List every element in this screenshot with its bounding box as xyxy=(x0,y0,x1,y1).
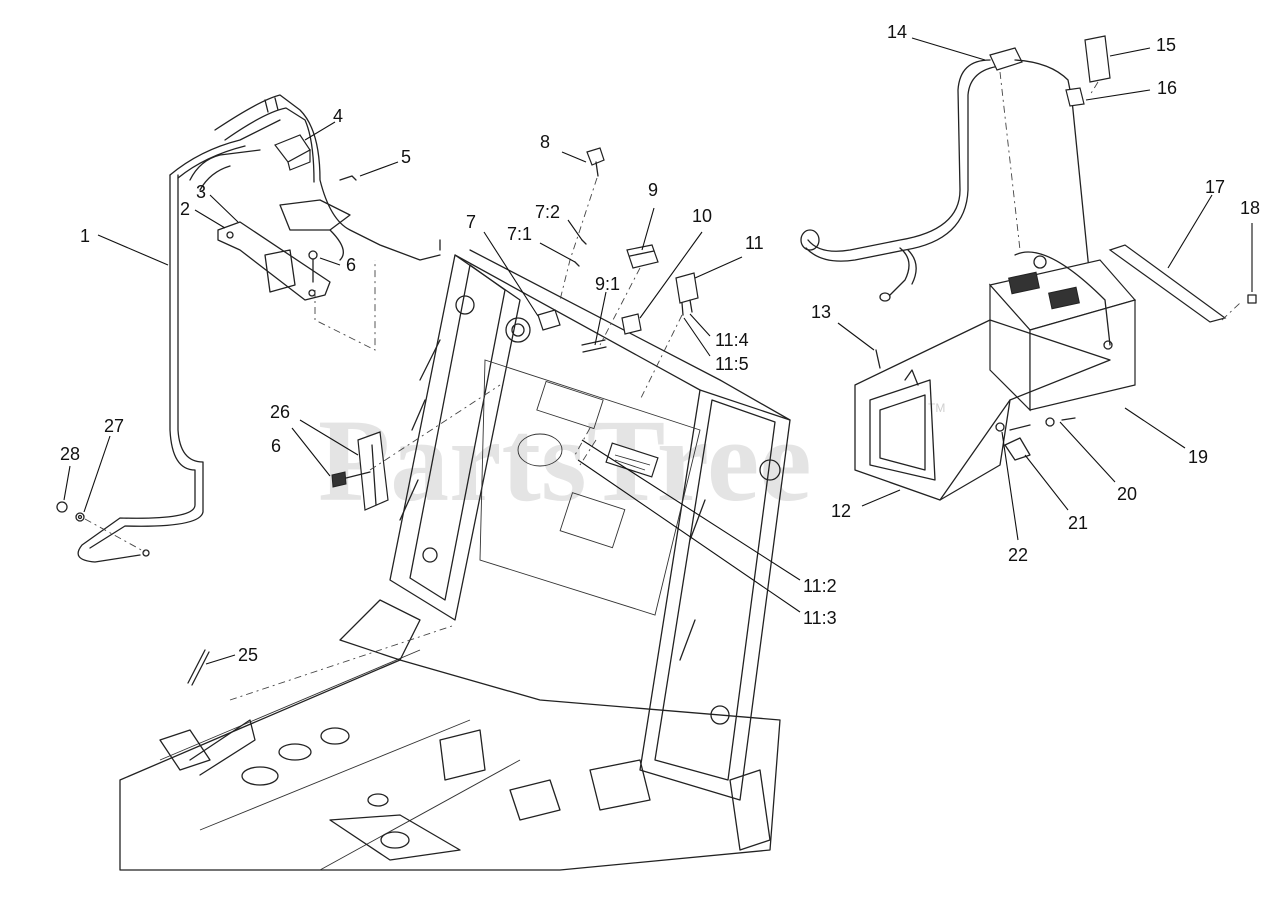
callout-2: 2 xyxy=(180,199,190,219)
callout-11-5: 11:5 xyxy=(715,354,749,374)
callout-6-lower: 6 xyxy=(271,436,281,456)
callout-21: 21 xyxy=(1068,513,1088,533)
center-parts xyxy=(537,147,699,466)
callout-16: 16 xyxy=(1157,78,1177,98)
callout-5: 5 xyxy=(401,147,411,167)
callout-3: 3 xyxy=(196,182,206,202)
callout-25: 25 xyxy=(238,645,258,665)
callout-7-1: 7:1 xyxy=(507,224,532,244)
callout-9-1: 9:1 xyxy=(595,274,620,294)
callout-26: 26 xyxy=(270,402,290,422)
callout-18: 18 xyxy=(1240,198,1260,218)
watermark-tm: TM xyxy=(928,401,945,415)
callout-labels: 1 2 3 4 5 6 6 7 7:2 7:1 8 9 9:1 10 11 11… xyxy=(60,22,1260,665)
callout-14: 14 xyxy=(887,22,907,42)
callout-13: 13 xyxy=(811,302,831,322)
callout-19: 19 xyxy=(1188,447,1208,467)
callout-20: 20 xyxy=(1117,484,1137,504)
left-parts xyxy=(56,94,501,686)
callout-22: 22 xyxy=(1008,545,1028,565)
leader-lines xyxy=(63,37,1253,665)
callout-17: 17 xyxy=(1205,177,1225,197)
watermark: PartsTree xyxy=(318,395,812,526)
callout-8: 8 xyxy=(540,132,550,152)
callout-15: 15 xyxy=(1156,35,1176,55)
callout-11-2: 11:2 xyxy=(803,576,837,596)
callout-7-2: 7:2 xyxy=(535,202,560,222)
callout-12: 12 xyxy=(831,501,851,521)
callout-4: 4 xyxy=(333,106,343,126)
callout-6-upper: 6 xyxy=(346,255,356,275)
callout-7: 7 xyxy=(466,212,476,232)
frame-assembly xyxy=(119,249,791,871)
callout-9: 9 xyxy=(648,180,658,200)
callout-1: 1 xyxy=(80,226,90,246)
callout-10: 10 xyxy=(692,206,712,226)
callout-27: 27 xyxy=(104,416,124,436)
callout-11-3: 11:3 xyxy=(803,608,837,628)
callout-11-4: 11:4 xyxy=(715,330,749,350)
battery-group xyxy=(800,35,1257,501)
callout-28: 28 xyxy=(60,444,80,464)
callout-11: 11 xyxy=(745,233,764,253)
